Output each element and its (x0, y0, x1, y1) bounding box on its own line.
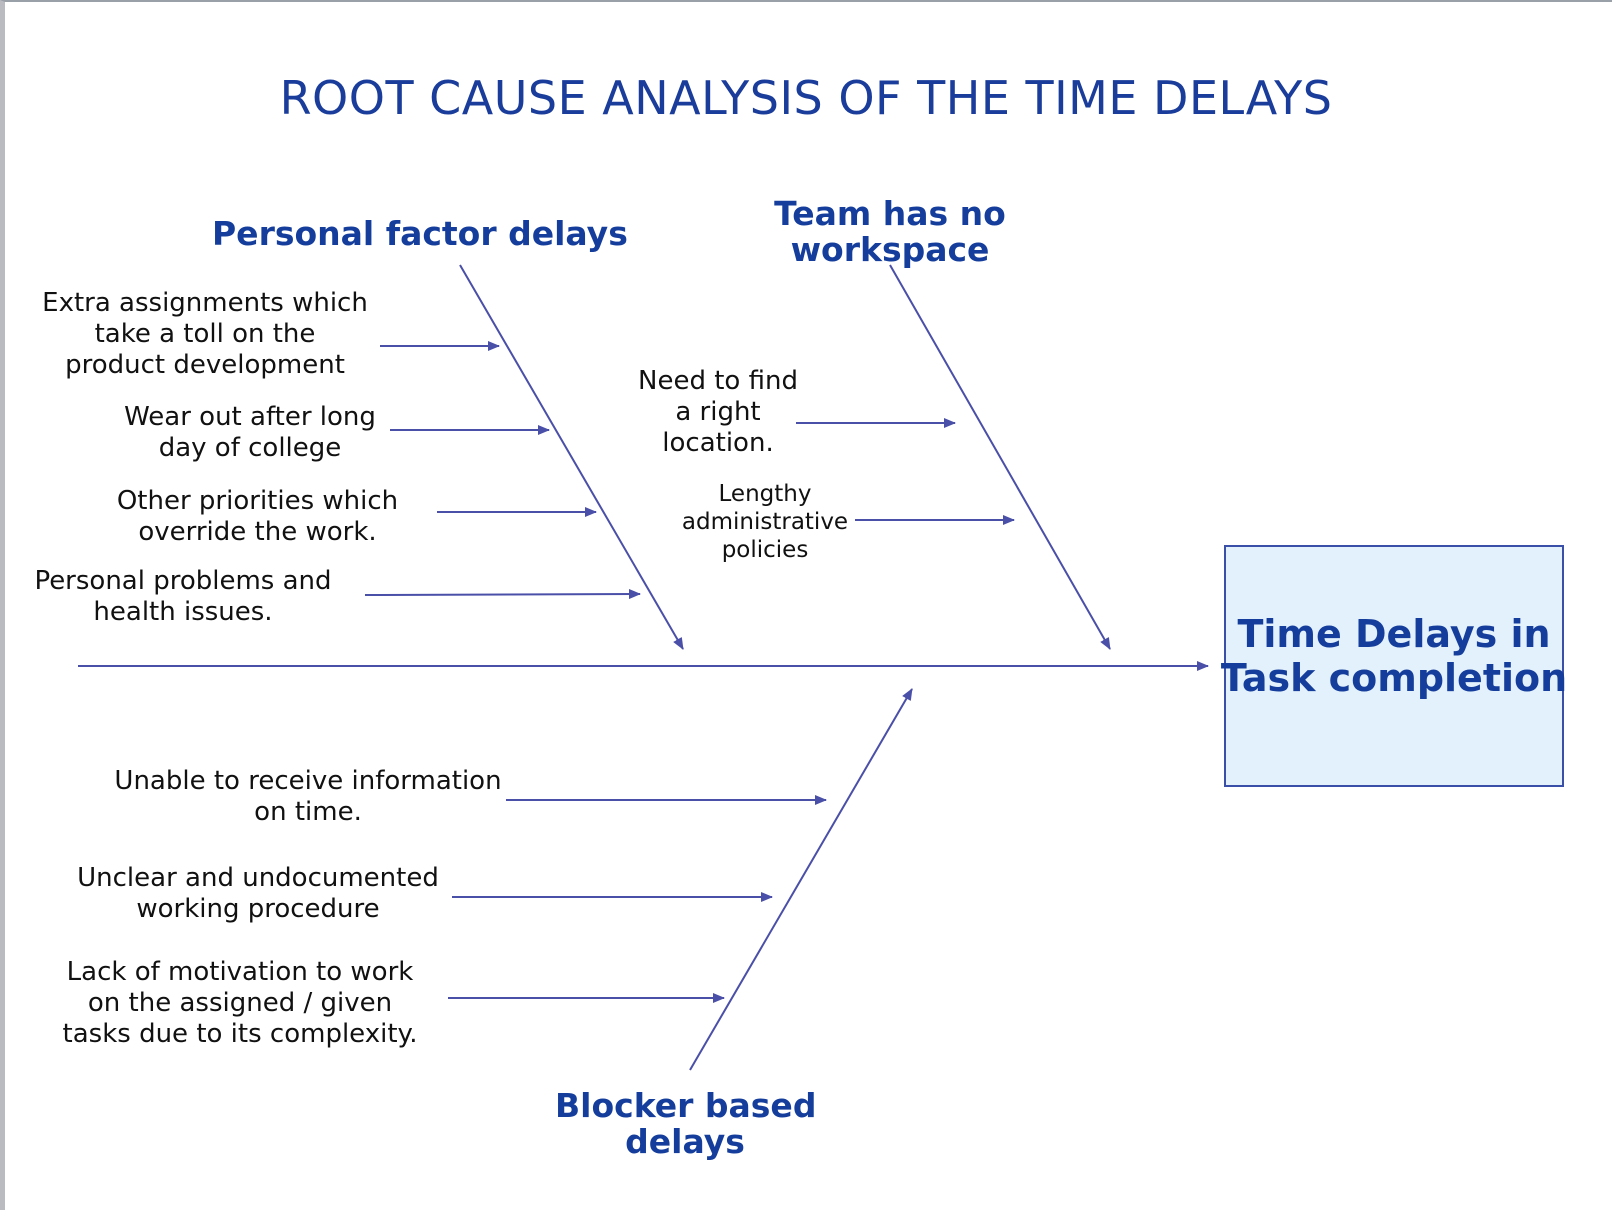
cause-workspace-2: Lengthy administrative policies (681, 481, 849, 563)
cause-personal-3: Other priorities which override the work… (116, 486, 399, 547)
bone-personal (459, 264, 684, 650)
cause-arrow-personal-4 (364, 589, 641, 600)
cause-personal-4: Personal problems and health issues. (34, 566, 332, 627)
cause-personal-1: Extra assignments which take a toll on t… (42, 288, 368, 380)
category-personal-label: Personal factor delays (212, 214, 628, 253)
cause-personal-2: Wear out after long day of college (124, 402, 376, 463)
page-title: ROOT CAUSE ANALYSIS OF THE TIME DELAYS (279, 71, 1333, 125)
cause-blocker-3: Lack of motivation to work on the assign… (62, 957, 418, 1049)
category-workspace-label: Team has no workspace (774, 194, 1006, 269)
effect-box: Time Delays in Task completion (1220, 545, 1568, 787)
effect-label: Time Delays in Task completion (1220, 612, 1568, 700)
cause-blocker-2: Unclear and undocumented working procedu… (77, 863, 439, 924)
category-blocker-label: Blocker based delays (555, 1086, 817, 1161)
cause-workspace-1: Need to find a right location. (638, 366, 798, 458)
bone-workspace (889, 264, 1111, 650)
bone-blocker (689, 688, 913, 1071)
cause-blocker-1: Unable to receive information on time. (114, 766, 502, 827)
